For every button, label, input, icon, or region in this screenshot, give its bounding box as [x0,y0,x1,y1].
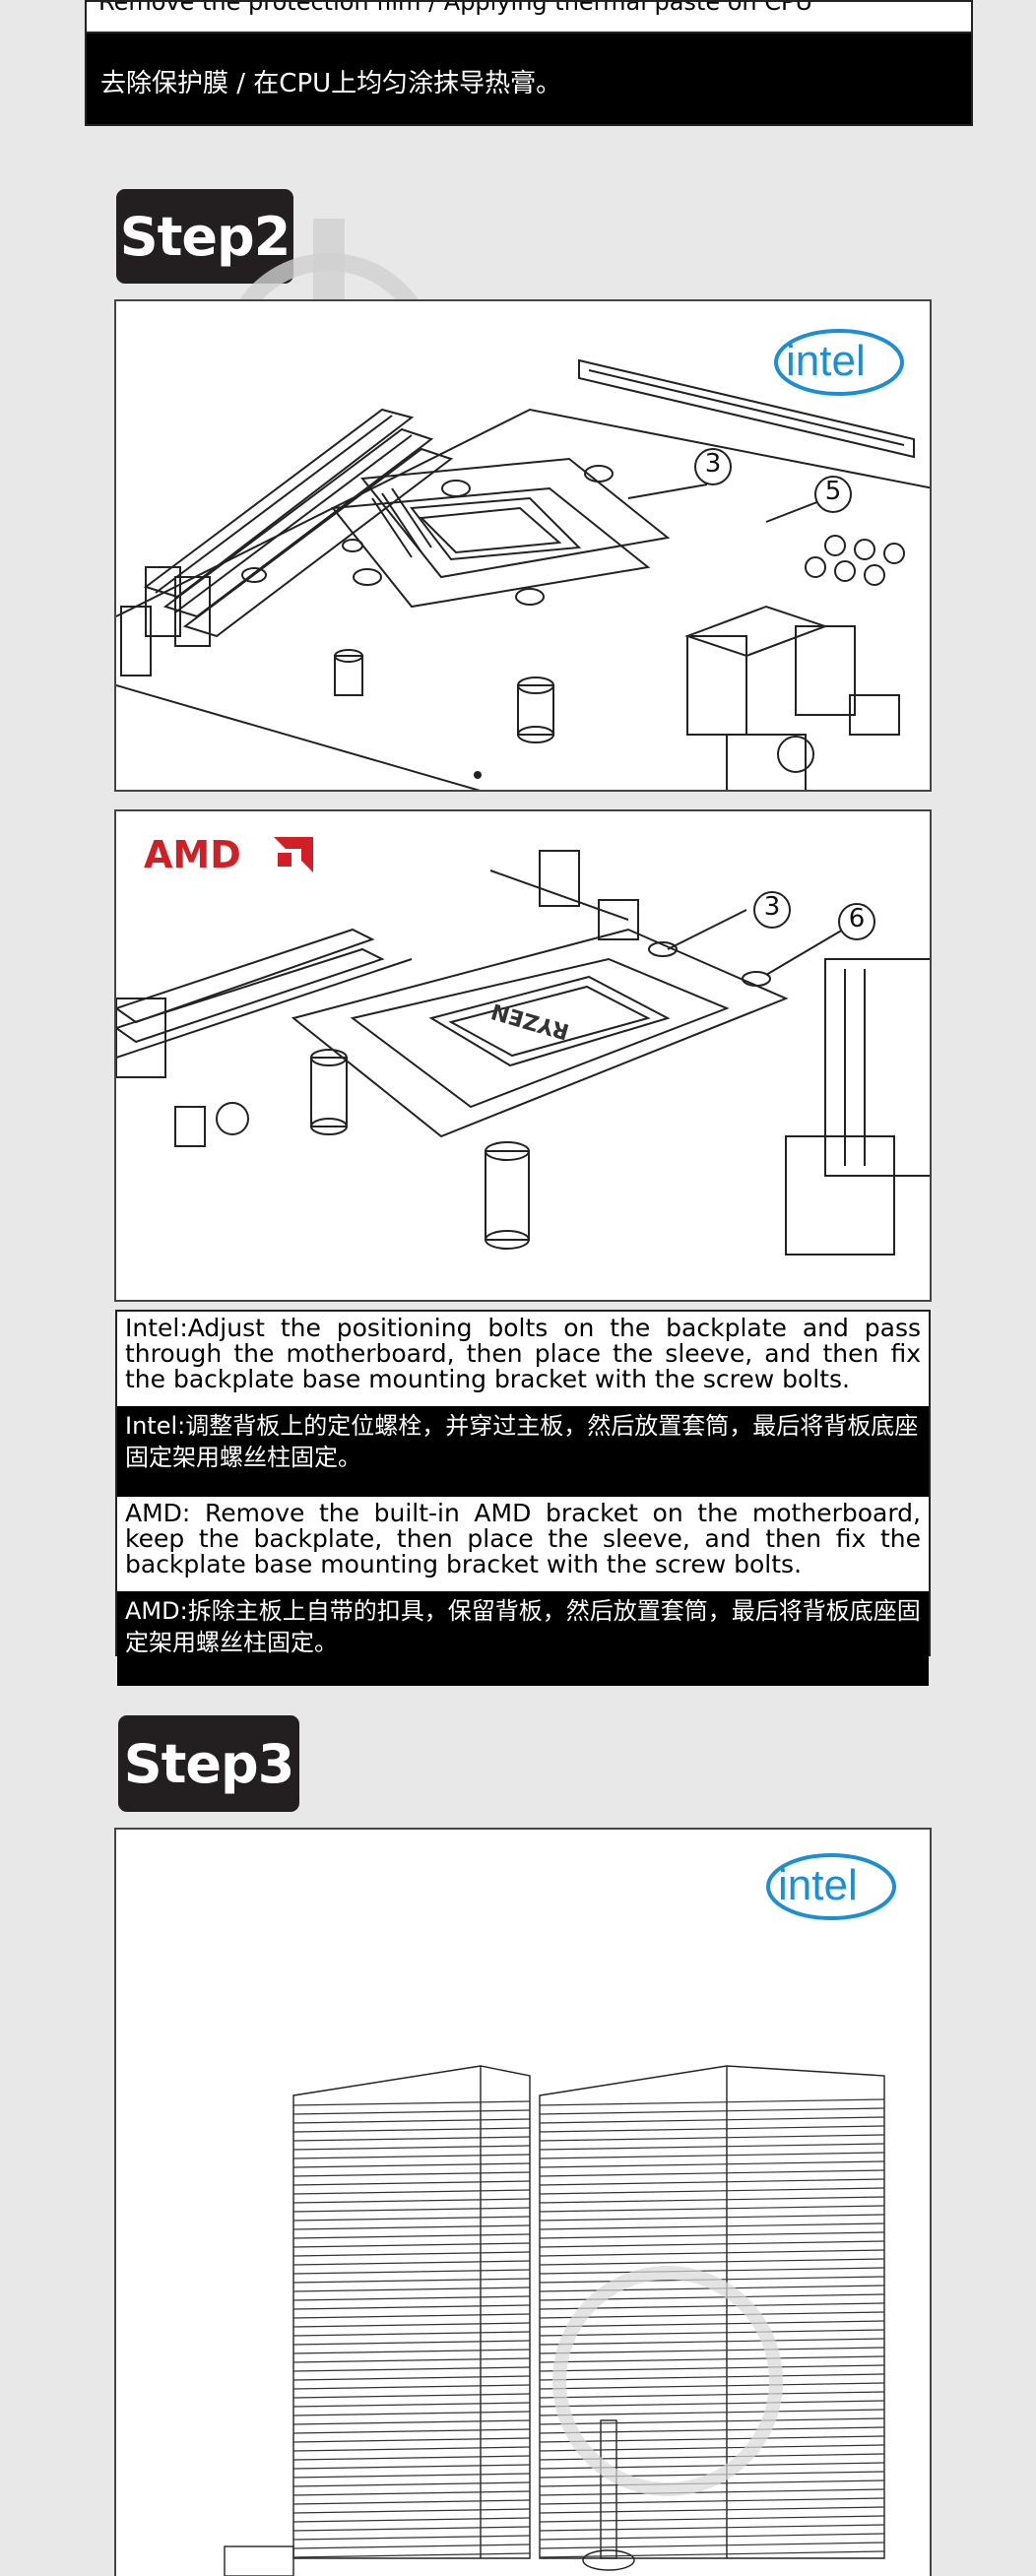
intel-logo-ring-icon-step3 [766,1853,896,1920]
step3-badge: Step3 [118,1715,299,1812]
amd-logo: AMD [144,833,241,876]
intel-english-text: Intel:Adjust the positioning bolts on th… [117,1312,929,1406]
amd-arrow-logo-icon [274,837,313,872]
callout-5-intel: 5 [824,477,842,506]
step1-english-text: Remove the protection film / Applying th… [98,2,813,16]
callout-3-intel: 3 [704,449,722,479]
intel-logo: intel [786,337,866,385]
step3-cooler-diagram: intel [114,1828,932,2576]
amd-chinese-text: AMD:拆除主板上自带的扣具，保留背板，然后放置套筒，最后将背板底座固定架用螺丝… [117,1591,929,1686]
callout-6-amd: 6 [848,904,866,934]
amd-motherboard-drawing [116,850,930,1256]
amd-english-text: AMD: Remove the built-in AMD bracket on … [117,1497,929,1591]
step1-instruction-box: Remove the protection film / Applying th… [85,0,973,126]
step2-badge: Step2 [116,189,293,284]
intel-mount-diagram: 3 5 intel [114,299,932,792]
intel-logo-ring-icon [774,329,904,396]
amd-mount-diagram: 3 6 RYZEN AMD [114,809,932,1302]
step1-chinese-text: 去除保护膜 / 在CPU上均匀涂抹导热膏。 [100,69,562,98]
step1-english-strip: Remove the protection film / Applying th… [87,2,971,33]
intel-motherboard-drawing [116,358,930,790]
callout-3-amd: 3 [763,892,781,922]
step2-instructions: Intel:Adjust the positioning bolts on th… [115,1310,931,1686]
tower-cooler-drawing [224,2065,885,2576]
intel-logo-step3: intel [778,1861,858,1909]
intel-chinese-text: Intel:调整背板上的定位螺栓，并穿过主板，然后放置套筒，最后将背板底座固定架… [117,1406,929,1497]
